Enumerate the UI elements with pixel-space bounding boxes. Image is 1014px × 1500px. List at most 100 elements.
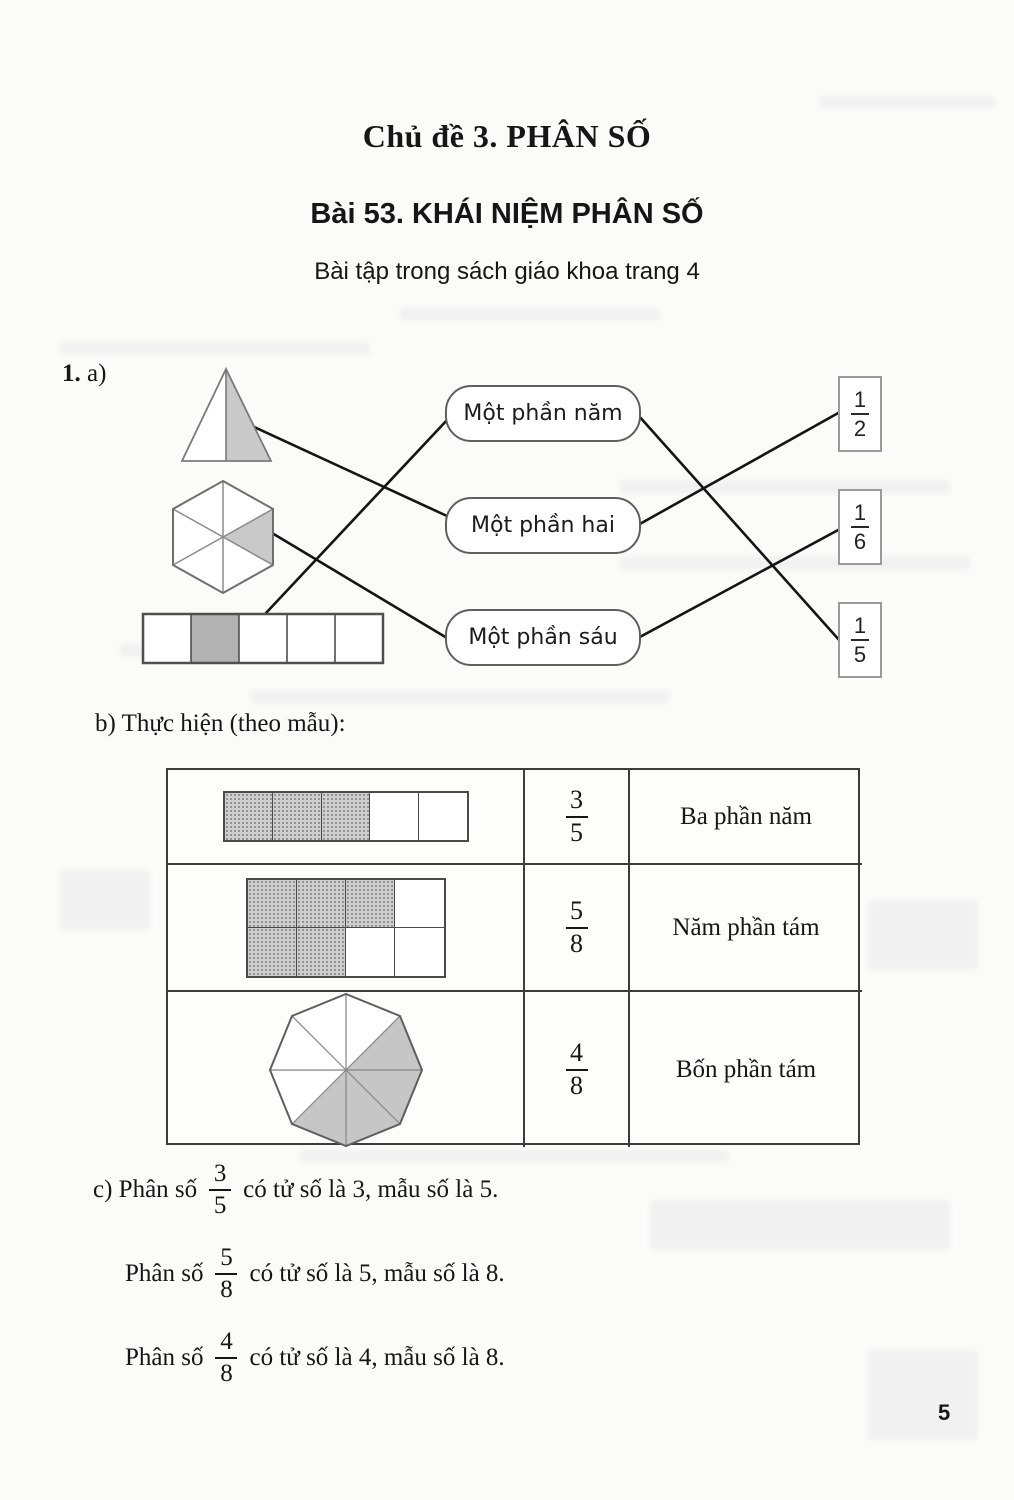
bleed-through-artifact (60, 870, 150, 930)
fraction-bar (851, 526, 869, 528)
numerator: 3 (570, 784, 583, 814)
table-cell-fraction-row1: 3 5 (525, 770, 630, 865)
fraction-4-8: 4 8 (215, 1328, 238, 1387)
table-cell-fraction-row2: 5 8 (525, 865, 630, 992)
numerator: 3 (213, 1160, 227, 1187)
shaded-cell (224, 793, 274, 840)
denominator: 5 (213, 1191, 227, 1219)
fraction-bar (215, 1272, 238, 1275)
shaded-cell (247, 879, 297, 928)
fraction-bar (209, 1188, 232, 1191)
fraction-bar (851, 639, 869, 641)
fraction-5-8: 5 8 (215, 1244, 238, 1303)
fraction-card-1-2: 1 2 (838, 376, 882, 452)
numerator: 1 (853, 386, 867, 412)
shaded-cell (296, 879, 346, 928)
blank-cell (395, 928, 444, 976)
sentence-suffix: có tử số là 5, mẫu số là 8. (249, 1259, 505, 1287)
denominator: 8 (220, 1275, 233, 1303)
bleed-through-artifact (650, 1200, 950, 1250)
table-cell-shape-row1 (168, 770, 525, 865)
table-cell-reading-row1: Ba phần năm (630, 770, 862, 865)
part-c-line-1: c) Phân số 3 5 có tử số là 3, mẫu số là … (93, 1160, 498, 1219)
numerator: 4 (220, 1328, 233, 1355)
fraction-bar (565, 926, 588, 929)
sentence-prefix: Phân số (125, 1259, 204, 1287)
shaded-cell (296, 927, 346, 976)
table-cell-shape-row3 (168, 992, 525, 1147)
bleed-through-artifact (620, 556, 970, 570)
fraction-bar (565, 1068, 588, 1071)
fraction-3-5: 3 5 (565, 784, 588, 847)
exercise-number: 1. a) (62, 360, 106, 388)
fraction-5-8: 5 8 (565, 895, 588, 958)
part-a-label: a) (87, 360, 107, 387)
bleed-through-artifact (820, 96, 995, 109)
denominator: 5 (570, 817, 583, 847)
fraction-bar (215, 1356, 238, 1359)
part-c-line-2: Phân số 5 8 có tử số là 5, mẫu số là 8. (125, 1244, 505, 1303)
sentence-suffix: có tử số là 4, mẫu số là 8. (249, 1343, 505, 1371)
page-number: 5 (938, 1400, 951, 1425)
fraction-table: 3 5 Ba phần năm 5 (166, 768, 862, 1147)
strip-three-fifths-shaded (222, 791, 469, 842)
part-c-line-3: Phân số 4 8 có tử số là 4, mẫu số là 8. (125, 1328, 505, 1387)
hexagon-shape (172, 479, 274, 595)
chapter-title: Chủ đề 3. PHÂN SỐ (362, 118, 652, 154)
denominator: 8 (570, 1070, 583, 1100)
lesson-subtitle: Bài tập trong sách giáo khoa trang 4 (314, 258, 700, 285)
sentence-suffix: có tử số là 3, mẫu số là 5. (243, 1175, 499, 1203)
hexagon-shaded-sixth (223, 509, 273, 565)
label-pill-mot-phan-sau: Một phần sáu (445, 609, 641, 666)
bleed-through-artifact (400, 308, 660, 321)
denominator: 5 (853, 642, 867, 667)
rectangle-five-eighths-shaded (245, 877, 446, 978)
line-label-nam-to-fraction-1-5 (636, 413, 842, 643)
sentence-prefix: c) Phân số (93, 1175, 198, 1203)
shaded-cell (321, 793, 371, 840)
reading-text: Bốn phần tám (675, 1055, 817, 1083)
strip-shaded-fifth (191, 614, 239, 663)
numerator: 5 (570, 895, 583, 925)
shaded-cell (273, 793, 322, 840)
octagon-four-eighths-shaded (268, 992, 423, 1147)
line-label-hai-to-fraction-1-2 (636, 410, 842, 527)
fraction-bar (851, 413, 869, 415)
line-triangle-to-label-hai (250, 424, 449, 518)
bleed-through-artifact (250, 690, 670, 704)
label-pill-mot-phan-nam: Một phần năm (445, 385, 641, 442)
table-cell-reading-row2: Năm phần tám (630, 865, 862, 992)
line-label-sau-to-fraction-1-6 (636, 527, 842, 640)
blank-cell (394, 880, 444, 928)
fraction-bar (565, 815, 588, 818)
blank-cell (419, 793, 467, 840)
fraction-4-8: 4 8 (565, 1038, 588, 1100)
line-strip-to-label-nam (264, 417, 450, 615)
numerator: 1 (853, 499, 867, 525)
label-text: Một phần năm (463, 401, 623, 426)
octagon-outline (268, 992, 423, 1147)
table-cell-shape-row2 (168, 865, 525, 992)
denominator: 2 (853, 416, 867, 441)
shaded-cell (345, 879, 395, 928)
lesson-title: Bài 53. KHÁI NIỆM PHÂN SỐ (310, 198, 704, 230)
table-cell-reading-row3: Bốn phần tám (630, 992, 862, 1147)
connector-lines (250, 410, 842, 643)
table-cell-fraction-row3: 4 8 (525, 992, 630, 1147)
blank-cell (346, 927, 395, 976)
blank-cell (370, 793, 419, 840)
numerator: 1 (853, 612, 867, 638)
denominator: 6 (853, 529, 867, 554)
numerator: 5 (220, 1244, 233, 1271)
reading-text: Năm phần tám (672, 913, 820, 941)
part-b-heading: b) Thực hiện (theo mẫu): (95, 710, 346, 737)
line-hexagon-to-label-sau (270, 531, 449, 640)
fraction-card-1-6: 1 6 (838, 489, 882, 565)
denominator: 8 (570, 928, 583, 958)
bleed-through-artifact (868, 1350, 978, 1440)
exercise-number-label: 1. (62, 360, 81, 387)
label-text: Một phần sáu (468, 625, 618, 650)
fraction-3-5: 3 5 (209, 1160, 232, 1219)
label-text: Một phần hai (471, 513, 615, 538)
